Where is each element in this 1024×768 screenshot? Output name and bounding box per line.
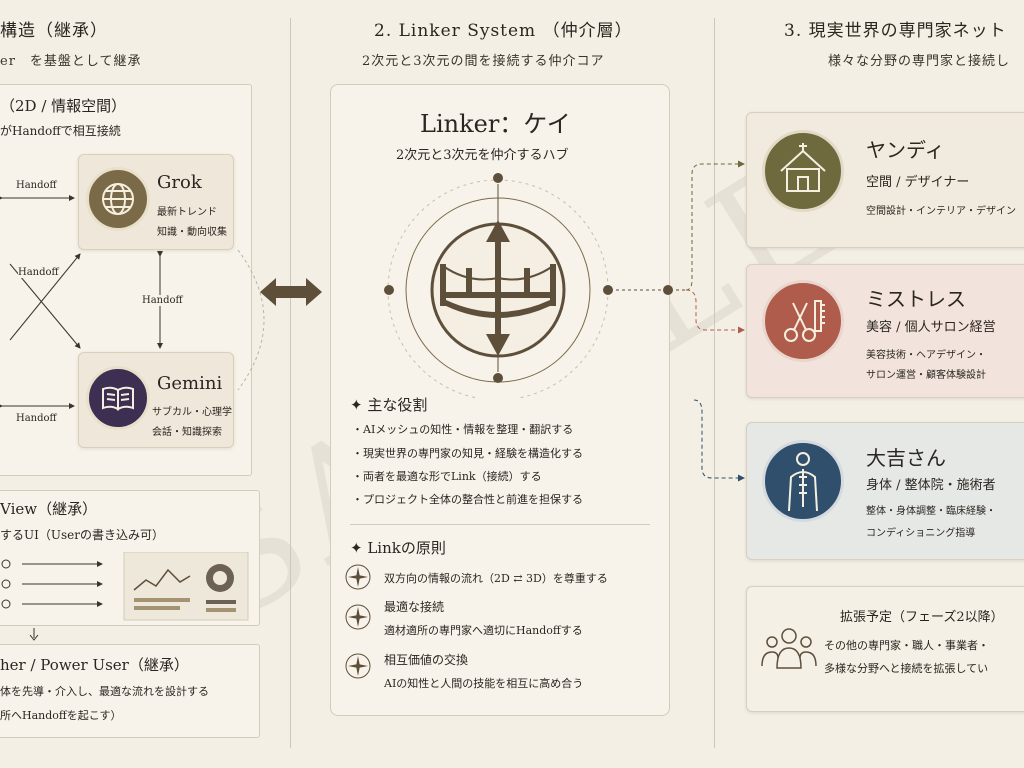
gemini-line1: サブカル・心理学 [152,407,232,418]
principle-1-title: 双方向の情報の流れ（2D ⇄ 3D）を尊重する [384,572,608,585]
future-line2: 多様な分野へと接続を拡張してい [824,662,989,675]
compass-icon [345,564,371,590]
linker-subtitle: 2次元と3次元を仲介するハブ [396,148,569,163]
col1-panel-subtitle: がHandoffで相互接続 [0,124,121,138]
linker-title: Linker：ケイ [420,110,571,138]
col2-title: 2. Linker System （仲介層） [374,21,633,41]
expert-connectors [610,160,745,482]
people-group-icon [761,628,817,669]
section-divider [350,524,650,525]
expert-daikichi-detail1: 整体・身体調整・臨床経験・ [866,506,996,517]
body-icon [762,440,844,522]
principle-2-desc: 適材適所の専門家へ適切にHandoffする [384,624,583,637]
role-item-2: ・現実世界の専門家の知見・経験を構造化する [352,447,583,460]
future-line1: その他の専門家・職人・事業者・ [824,639,989,652]
col2-subtitle: 2次元と3次元の間を接続する仲介コア [362,54,605,69]
power-user-title: her / Power User（継承） [0,656,189,674]
expert-daikichi-role: 身体 / 整体院・施術者 [866,478,996,493]
handoff-label-diag: Handoff [18,267,59,278]
grok-line1: 最新トレンド [157,207,217,218]
expert-mistress-role: 美容 / 個人サロン経営 [866,320,996,335]
compass-icon [345,604,371,630]
linker-card [330,84,670,716]
bidirectional-arrow-icon [260,278,322,306]
col3-title: 3. 現実世界の専門家ネット [784,21,1007,41]
gemini-name: Gemini [157,373,223,394]
globe-icon [86,167,150,231]
sparkle-icon: ✦ [350,396,368,414]
principle-3-desc: AIの知性と人間の技能を相互に高め合う [384,677,584,690]
principles-title: ✦ Linkの原則 [350,539,446,557]
principle-3-title: 相互価値の交換 [384,653,469,667]
expert-yandi-name: ヤンディ [866,138,945,162]
expert-daikichi-detail2: コンディショニング指導 [866,528,976,539]
roles-title: ✦ 主な役割 [350,396,428,414]
expert-yandi-detail: 空間設計・インテリア・デザイン [866,206,1016,217]
compass-icon [345,653,371,679]
role-item-4: ・プロジェクト全体の整合性と前進を担保する [352,493,583,506]
expert-daikichi-name: 大吉さん [866,446,946,470]
bridge-hub-icon [384,173,613,398]
open-book-icon [86,366,150,430]
handoff-label-bottom: Handoff [16,413,57,424]
grok-line2: 知識・動向収集 [157,227,227,238]
handoff-label-top: Handoff [16,180,57,191]
handoff-label-vertical: Handoff [142,295,183,306]
col1-subtitle: er を基盤として継承 [0,54,142,69]
down-arrow-icon [29,628,39,641]
handoff-arrows [0,195,265,409]
house-icon [762,130,844,212]
col1-panel-title: （2D / 情報空間） [0,97,127,115]
expert-mistress-detail1: 美容技術・ヘアデザイン・ [866,350,986,361]
expert-mistress-detail2: サロン運営・顧客体験設計 [866,370,986,381]
column-divider-1 [290,18,291,748]
column-divider-2 [714,18,715,748]
grok-name: Grok [157,172,202,193]
gemini-line2: 会話・知識探索 [152,427,222,438]
view-title: View（継承） [0,500,98,518]
power-user-panel [0,644,260,738]
expert-yandi-role: 空間 / デザイナー [866,175,970,190]
expert-mistress-name: ミストレス [866,287,966,311]
sparkle-icon: ✦ [350,539,368,557]
principle-2-title: 最適な接続 [384,600,445,614]
role-item-1: ・AIメッシュの知性・情報を整理・翻訳する [352,423,574,436]
scissors-comb-icon [762,280,844,362]
col1-title: 構造（継承） [0,21,108,41]
future-title: 拡張予定（フェーズ2以降） [840,610,1004,625]
role-item-3: ・両者を最適な形でLink（接続）する [352,470,542,483]
view-subtitle: するUI（Userの書き込み可） [0,528,164,542]
col3-subtitle: 様々な分野の専門家と接続し [828,54,1011,69]
power-user-line2: 所へHandoffを起こす） [0,709,122,722]
power-user-line1: 体を先導・介入し、最適な流れを設計する [0,685,209,698]
view-ui-illustration [1,552,249,621]
